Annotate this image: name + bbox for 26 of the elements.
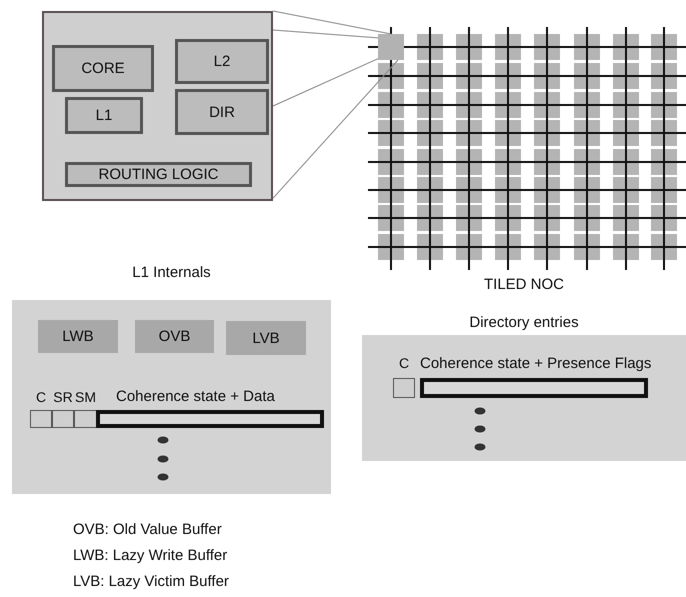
- field-label: SM: [74, 388, 97, 407]
- component-box: DIR: [175, 89, 269, 135]
- abbreviation-note: LWB: Lazy Write Buffer: [73, 547, 228, 564]
- network-title: TILED NOC: [482, 274, 565, 294]
- component-box: ROUTING LOGIC: [65, 162, 252, 187]
- buffer-box: OVB: [135, 320, 214, 353]
- tile-panel: [42, 11, 273, 201]
- panel-title: L1 Internals: [131, 262, 212, 282]
- zoom-line: [272, 58, 378, 106]
- field-label: Coherence state + Data: [115, 386, 276, 406]
- component-box: L2: [175, 39, 269, 84]
- router-tile: [378, 34, 404, 60]
- buffer-box: LWB: [38, 320, 118, 353]
- panel-title: Directory entries: [468, 312, 580, 332]
- buffer-box: LVB: [226, 321, 306, 355]
- field-label: Coherence state + Presence Flags: [420, 354, 652, 373]
- component-box: L1: [65, 97, 143, 134]
- abbreviation-note: LVB: Lazy Victim Buffer: [73, 573, 229, 590]
- zoom-line: [272, 30, 378, 38]
- field-label: SR: [52, 388, 74, 407]
- zoom-line: [272, 60, 399, 199]
- zoom-line: [272, 10, 392, 34]
- field-label: C: [34, 388, 48, 407]
- component-box: CORE: [52, 45, 154, 92]
- abbreviation-note: OVB: Old Value Buffer: [73, 521, 222, 538]
- field-label: C: [398, 354, 410, 373]
